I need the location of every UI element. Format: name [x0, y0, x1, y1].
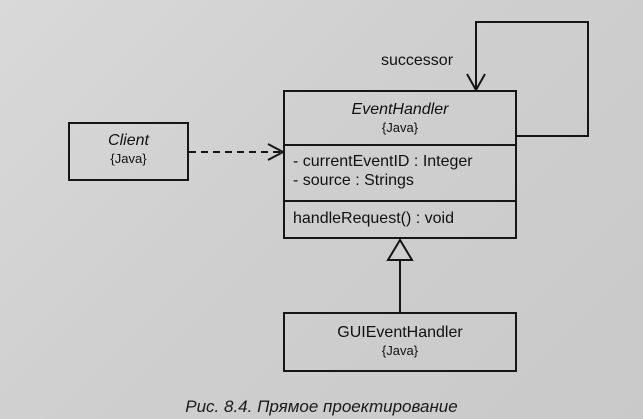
- generalization-triangle: [386, 238, 414, 261]
- figure-caption: Рис. 8.4. Прямое проектирование: [185, 397, 458, 416]
- event-handler-attributes-compartment: - currentEventID : Integer - source : St…: [285, 146, 515, 202]
- client-class-name: Client: [108, 132, 149, 149]
- operation-handle-request: handleRequest() : void: [293, 210, 454, 227]
- event-handler-stereotype: {Java}: [381, 120, 419, 136]
- client-stereotype: {Java}: [110, 151, 147, 167]
- event-handler-class: EventHandler {Java} - currentEventID : I…: [283, 90, 517, 239]
- event-handler-class-name: EventHandler: [351, 101, 449, 118]
- event-handler-operations-compartment: handleRequest() : void: [285, 202, 515, 237]
- client-class: Client {Java}: [68, 122, 189, 181]
- successor-association-line: [475, 21, 589, 137]
- gui-event-handler-stereotype: {Java}: [381, 343, 419, 359]
- attribute-current-event-id: - currentEventID : Integer: [293, 153, 473, 170]
- successor-label: successor: [381, 52, 454, 69]
- gui-event-handler-class: GUIEventHandler {Java}: [283, 312, 517, 372]
- gui-event-handler-class-name: GUIEventHandler: [337, 324, 463, 341]
- event-handler-name-compartment: EventHandler {Java}: [285, 92, 515, 146]
- attribute-source: - source : Strings: [293, 172, 414, 190]
